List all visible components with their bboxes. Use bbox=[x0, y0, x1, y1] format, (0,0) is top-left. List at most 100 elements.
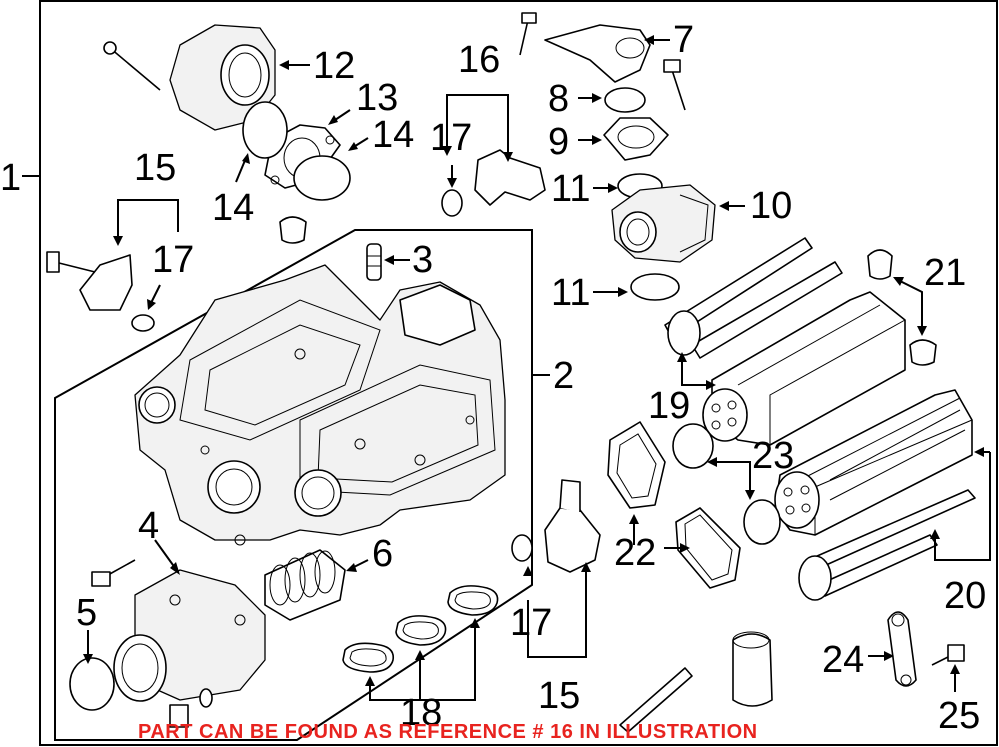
cap-5 bbox=[69, 657, 115, 711]
arrow-22a bbox=[629, 514, 639, 524]
callout-numbers: 1 2 3 4 5 6 7 8 9 10 11 11 12 13 14 14 1… bbox=[0, 19, 986, 737]
leader-20 bbox=[934, 452, 991, 561]
leader-19 bbox=[681, 358, 710, 386]
callout-13: 13 bbox=[356, 77, 398, 119]
tube-pair-19 bbox=[664, 237, 843, 359]
arrow-11a bbox=[608, 183, 618, 193]
intercooler-19 bbox=[702, 291, 906, 446]
callout-11b: 11 bbox=[551, 272, 590, 314]
sensor-15-lower bbox=[511, 479, 601, 573]
arrow-7 bbox=[644, 35, 654, 45]
throttle-10 bbox=[611, 184, 716, 263]
bolt-25 bbox=[931, 644, 965, 666]
gaskets-18 bbox=[342, 585, 499, 673]
plug-under-14 bbox=[279, 216, 307, 244]
arrow-14b bbox=[348, 142, 358, 151]
arrow-4 bbox=[170, 562, 180, 575]
probe-rod bbox=[619, 667, 693, 733]
arrow-17a bbox=[147, 299, 156, 310]
callout-5: 5 bbox=[76, 592, 97, 634]
arrow-6 bbox=[346, 563, 357, 572]
leader-15a bbox=[117, 199, 179, 240]
leader-14a bbox=[235, 157, 247, 183]
callout-11a: 11 bbox=[551, 168, 590, 210]
sensor-15-left bbox=[46, 251, 155, 332]
supercharger-housing bbox=[134, 264, 506, 546]
callout-15b: 15 bbox=[538, 675, 580, 717]
seal-14a bbox=[242, 101, 288, 159]
callout-1: 1 bbox=[0, 157, 21, 199]
arrow-15b bbox=[523, 566, 533, 576]
intercooler-20 bbox=[774, 389, 973, 536]
seal-14b bbox=[293, 155, 351, 201]
arrow-11b bbox=[618, 287, 628, 297]
arrow-19a bbox=[677, 352, 687, 362]
callout-14a: 14 bbox=[212, 187, 254, 229]
callout-22: 22 bbox=[614, 532, 656, 574]
callout-10: 10 bbox=[750, 185, 792, 227]
callout-20: 20 bbox=[944, 575, 986, 617]
arrow-22b bbox=[680, 543, 690, 553]
reference-note: PART CAN BE FOUND AS REFERENCE # 16 IN I… bbox=[138, 721, 758, 743]
arrow-3 bbox=[384, 255, 394, 265]
elbow-12 bbox=[103, 24, 276, 131]
gaskets-22 bbox=[607, 421, 741, 589]
coupler-6 bbox=[264, 549, 346, 621]
sensor-16 bbox=[441, 149, 546, 217]
callout-4: 4 bbox=[138, 505, 159, 547]
callout-24: 24 bbox=[822, 639, 864, 681]
callout-17c: 17 bbox=[510, 602, 552, 644]
arrow-12 bbox=[279, 60, 289, 70]
supercharger-group-frame bbox=[54, 229, 533, 741]
callout-8: 8 bbox=[548, 78, 569, 120]
o-ring-8 bbox=[604, 87, 646, 113]
arrow-15c bbox=[581, 562, 591, 572]
callout-6: 6 bbox=[372, 533, 393, 575]
oil-filter bbox=[732, 631, 773, 707]
callout-7: 7 bbox=[673, 19, 694, 61]
arrow-19b bbox=[706, 380, 716, 390]
leader-23 bbox=[712, 461, 751, 495]
arrow-18b bbox=[415, 650, 425, 660]
callout-3: 3 bbox=[412, 239, 433, 281]
arrow-15a bbox=[113, 236, 123, 246]
flange-9 bbox=[603, 117, 669, 161]
arrow-21a bbox=[893, 277, 904, 286]
callout-17b: 17 bbox=[430, 117, 472, 159]
callout-19: 19 bbox=[648, 385, 690, 427]
callout-17a: 17 bbox=[152, 239, 194, 281]
o-ring-11b bbox=[630, 273, 680, 301]
leader-21 bbox=[897, 279, 923, 330]
callout-21: 21 bbox=[924, 252, 966, 294]
plug-small bbox=[169, 688, 213, 728]
seal-23a bbox=[672, 423, 714, 469]
arrow-24 bbox=[884, 651, 894, 661]
leader-18 bbox=[369, 622, 476, 701]
callout-25: 25 bbox=[938, 695, 980, 737]
arrow-14a bbox=[242, 153, 250, 164]
arrow-16a bbox=[442, 146, 452, 156]
arrow-23b bbox=[745, 490, 755, 500]
arrow-18a bbox=[365, 676, 375, 686]
callout-18: 18 bbox=[400, 692, 442, 734]
bracket-24 bbox=[887, 611, 917, 687]
bolt-4 bbox=[91, 559, 136, 587]
throttle-body-4 bbox=[113, 569, 266, 702]
arrow-10 bbox=[719, 201, 729, 211]
arrow-21b bbox=[917, 326, 927, 336]
diagram-frame bbox=[39, 0, 998, 746]
callout-16: 16 bbox=[458, 39, 500, 81]
seal-23b bbox=[743, 499, 781, 545]
plugs-21 bbox=[867, 249, 937, 366]
arrow-9 bbox=[592, 135, 602, 145]
arrow-13 bbox=[328, 115, 338, 125]
arrow-17b bbox=[447, 178, 457, 188]
callout-9: 9 bbox=[548, 121, 569, 163]
leader-15b bbox=[527, 568, 587, 658]
callout-14b: 14 bbox=[372, 114, 414, 156]
arrow-20a bbox=[930, 529, 940, 539]
callout-2: 2 bbox=[553, 355, 574, 397]
arrow-16b bbox=[503, 152, 513, 162]
arrow-18c bbox=[470, 618, 480, 628]
